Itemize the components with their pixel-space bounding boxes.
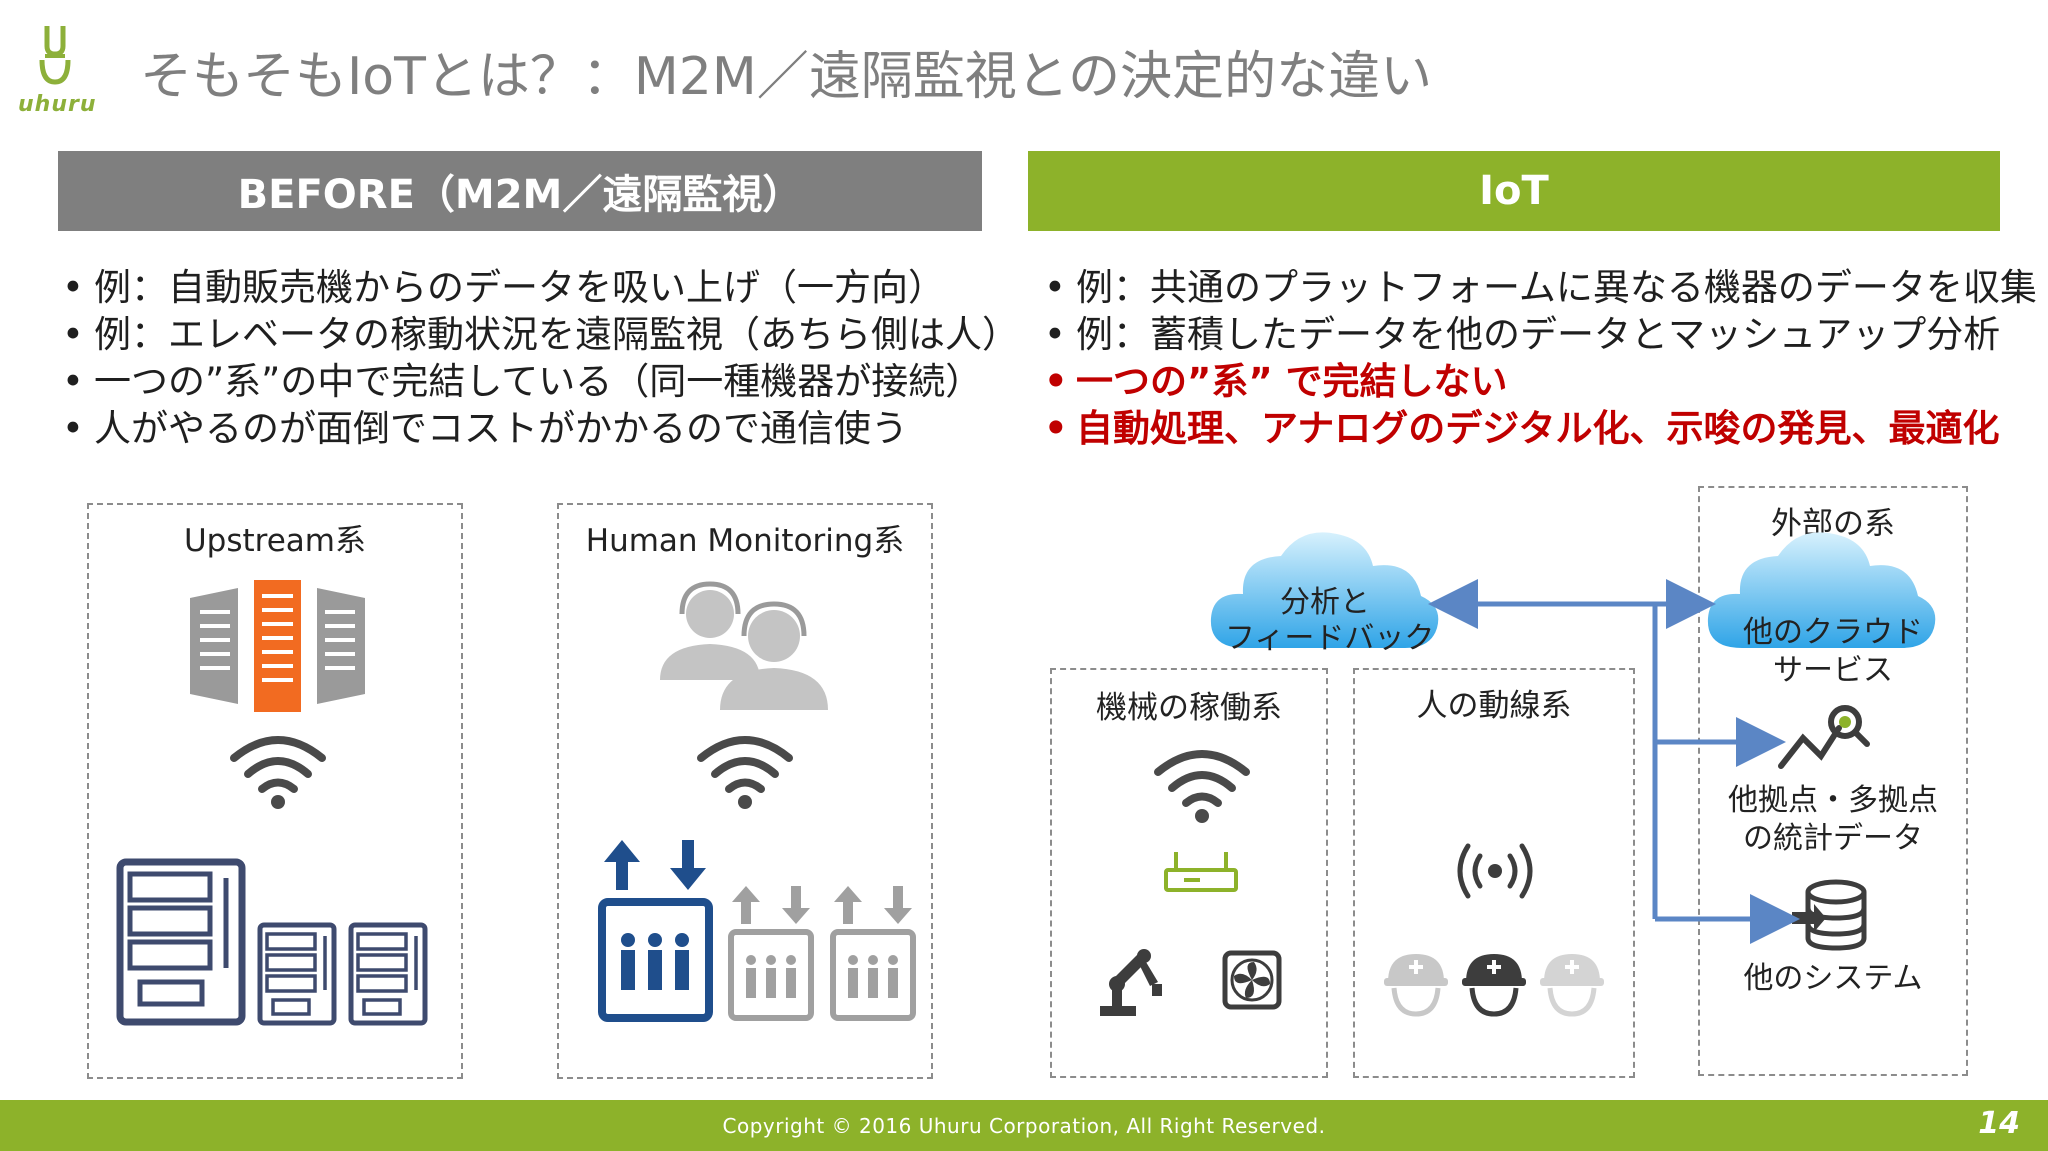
list-item: 例：共通のプラットフォームに異なる機器のデータを収集 <box>1042 264 2037 311</box>
elevator-icon <box>728 886 814 1021</box>
vending-machine-icon <box>348 922 428 1026</box>
logo-text: uhuru <box>18 92 97 117</box>
list-item: 一つの”系”の中で完結している（同一種機器が接続） <box>60 358 1019 405</box>
iot-header: IoT <box>1028 151 2000 231</box>
list-item: 人がやるのが面倒でコストがかかるので通信使う <box>60 405 1019 452</box>
stats-data-line2: の統計データ <box>1743 821 1923 856</box>
vending-machine-icon <box>116 858 246 1026</box>
analytics-search-icon <box>1778 705 1870 769</box>
radio-signal-icon <box>1457 843 1533 899</box>
external-cloud-line1: 他のクラウド <box>1743 615 1923 650</box>
stats-data-line1: 他拠点・多拠点 <box>1728 783 1938 818</box>
list-item: 例：自動販売機からのデータを吸い上げ（一方向） <box>60 264 1019 311</box>
elevator-icon <box>598 840 713 1022</box>
list-item: 例：エレベータの稼動状況を遠隔監視（あちら側は人） <box>60 311 1019 358</box>
machine-operation-box <box>1050 668 1328 1078</box>
external-cloud-line2: サービス <box>1773 653 1893 688</box>
helmet-icon <box>1462 954 1526 1017</box>
human-monitoring-box <box>557 503 933 1079</box>
before-header: BEFORE（M2M／遠隔監視） <box>58 151 982 231</box>
external-system-box <box>1698 486 1968 1076</box>
other-system-label: 他のシステム <box>1743 961 1923 996</box>
operator-headset-icon <box>660 581 828 710</box>
iot-bullet-list: 例：共通のプラットフォームに異なる機器のデータを収集 例：蓄積したデータを他のデ… <box>1042 264 2037 452</box>
footer-bar <box>0 1100 2048 1151</box>
wifi-icon <box>230 736 326 809</box>
page-number: 14 <box>1978 1106 2020 1141</box>
router-icon <box>1164 852 1238 892</box>
helmet-icon <box>1540 954 1604 1017</box>
robot-arm-icon <box>1100 949 1162 1016</box>
server-icon <box>190 580 365 712</box>
human-monitoring-label: Human Monitoring系 <box>585 523 905 559</box>
list-item-highlight: 一つの”系” で完結しない <box>1042 358 2037 405</box>
fan-icon <box>1222 950 1282 1010</box>
upstream-label: Upstream系 <box>183 523 366 559</box>
database-icon <box>1792 879 1867 951</box>
list-item: 例：蓄積したデータを他のデータとマッシュアップ分析 <box>1042 311 2037 358</box>
wifi-icon <box>697 736 793 809</box>
copyright-text: Copyright © 2016 Uhuru Corporation, All … <box>722 1114 1326 1138</box>
before-bullet-list: 例：自動販売機からのデータを吸い上げ（一方向） 例：エレベータの稼動状況を遠隔監… <box>60 264 1019 452</box>
vending-machine-icon <box>257 922 337 1026</box>
logo: uhuru <box>12 20 102 120</box>
analysis-cloud-line1: 分析と <box>1280 585 1370 620</box>
page-title: そもそもIoTとは？：M2M／遠隔監視との決定的な違い <box>140 47 1433 107</box>
analysis-cloud-line2: フィードバック <box>1225 621 1435 656</box>
people-flow-box <box>1353 668 1635 1078</box>
upstream-box <box>87 503 463 1079</box>
people-flow-label: 人の動線系 <box>1416 688 1572 724</box>
cloud-icon <box>1707 532 1936 648</box>
helmet-icon <box>1384 954 1448 1017</box>
logo-mark-icon <box>39 26 71 85</box>
cloud-icon <box>1210 532 1439 648</box>
machine-operation-label: 機械の稼働系 <box>1096 690 1282 726</box>
elevator-icon <box>830 886 916 1021</box>
list-item-highlight: 自動処理、アナログのデジタル化、示唆の発見、最適化 <box>1042 405 2037 452</box>
wifi-icon <box>1154 750 1250 823</box>
